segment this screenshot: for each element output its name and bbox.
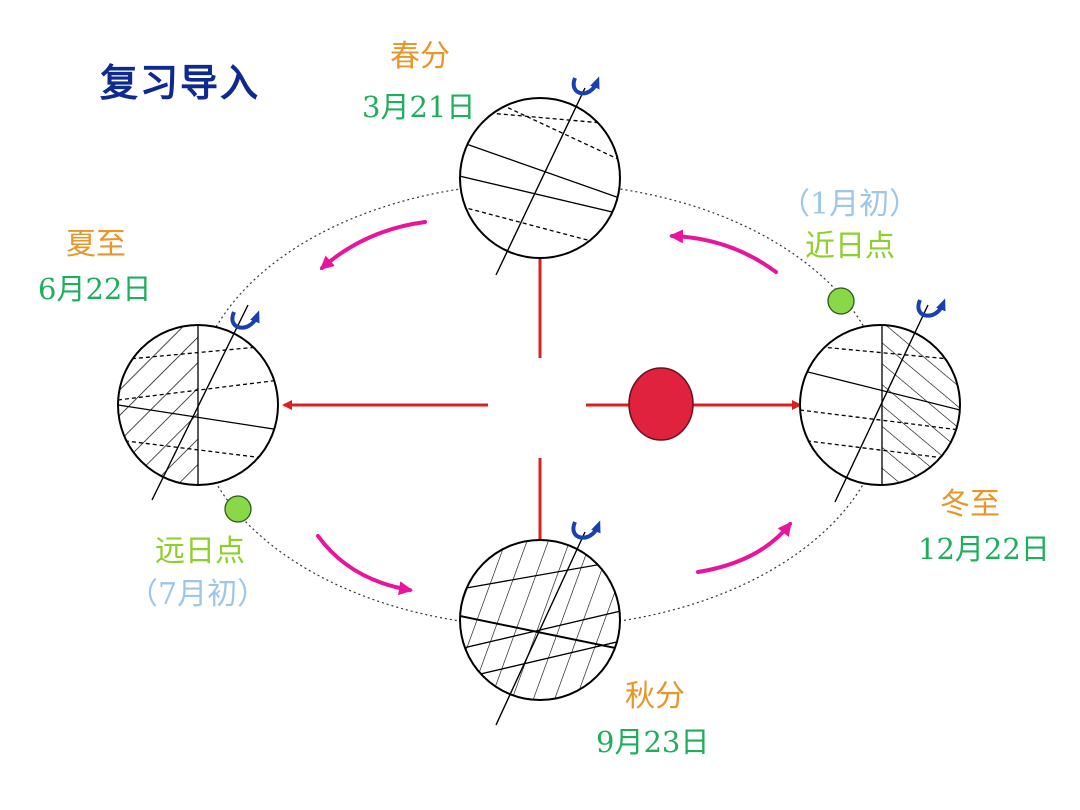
rotation-arrow-icon xyxy=(571,520,601,540)
direction-arrow-icon xyxy=(319,220,427,270)
rotation-arrow-icon xyxy=(230,310,260,330)
autumn-equinox-label: 秋分 xyxy=(625,679,685,714)
earth-axis xyxy=(495,87,586,276)
spring-equinox-date: 3月21日 xyxy=(362,90,476,124)
orbit-direction-arrows xyxy=(316,220,792,596)
perihelion-label: 近日点 xyxy=(805,229,895,264)
spring-equinox-label: 春分 xyxy=(390,39,450,74)
summer-solstice-label: 夏至 xyxy=(66,227,126,262)
winter-solstice-date: 12月22日 xyxy=(918,532,1050,566)
direction-arrow-icon xyxy=(316,534,413,596)
perihelion-marker-icon xyxy=(827,287,855,315)
aphelion-label: 远日点 xyxy=(155,534,245,569)
earth-winter xyxy=(799,298,961,503)
earth-summer xyxy=(117,304,279,501)
summer-solstice-date: 6月22日 xyxy=(38,272,152,306)
sun-icon xyxy=(628,367,694,441)
earth-axis xyxy=(495,531,586,726)
winter-solstice-label: 冬至 xyxy=(940,487,1000,522)
page-title: 复习导入 xyxy=(100,61,261,105)
aphelion-marker-icon xyxy=(224,495,252,523)
earth-axis xyxy=(834,304,929,503)
direction-arrow-icon xyxy=(696,521,792,574)
rotation-arrow-icon xyxy=(916,298,946,318)
perihelion-note: （1月初） xyxy=(780,187,920,222)
aphelion-note: （7月初） xyxy=(128,577,268,612)
earth-axis xyxy=(151,304,249,501)
direction-arrow-icon xyxy=(669,229,778,274)
autumn-equinox-date: 9月23日 xyxy=(596,725,710,759)
earth-spring xyxy=(459,76,621,276)
earth-autumn xyxy=(459,520,621,726)
rotation-arrow-icon xyxy=(571,76,600,96)
